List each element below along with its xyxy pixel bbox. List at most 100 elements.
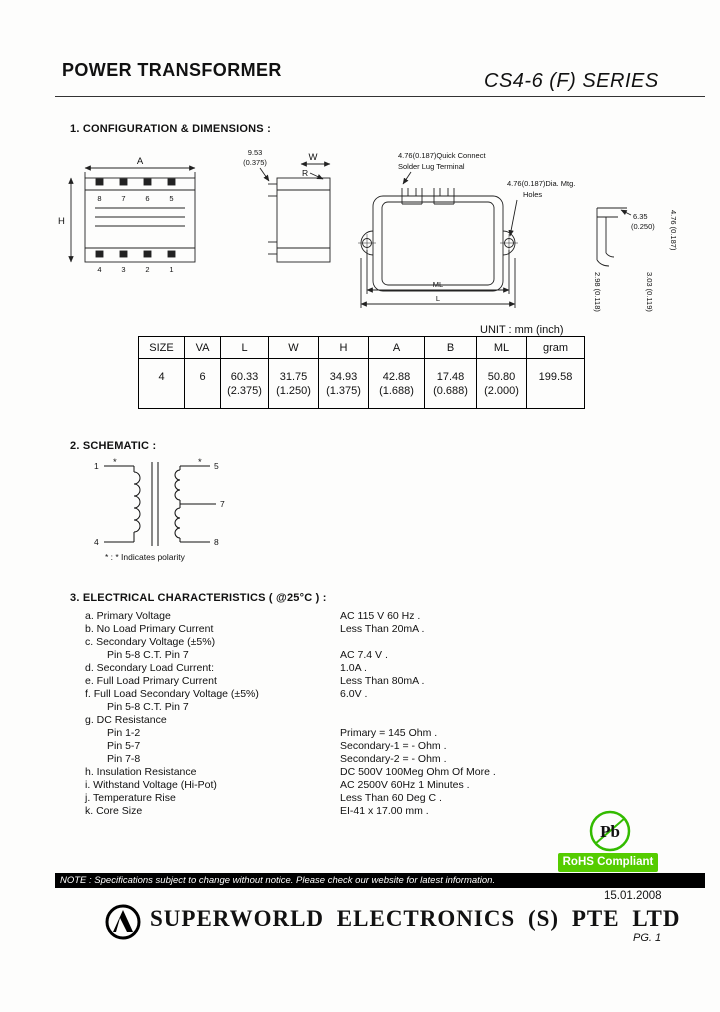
elec-label: Pin 5-7	[107, 740, 141, 752]
col-header: B	[424, 336, 477, 359]
elec-row: h. Insulation Resistance DC 500V 100Meg O…	[85, 766, 660, 779]
side-depth-mm: 9.53	[248, 148, 263, 157]
elec-label: Pin 1-2	[107, 727, 141, 739]
elec-value: AC 2500V 60Hz 1 Minutes .	[340, 779, 470, 791]
mtg-note-line1: 4.76(0.187)Dia. Mtg.	[507, 179, 575, 188]
cell: 31.75	[268, 358, 319, 385]
schematic-drawing: 1 4 5 7 8 * *	[94, 457, 225, 547]
cell	[526, 384, 585, 409]
terminal-note-line1: 4.76(0.187)Quick Connect	[398, 151, 486, 160]
elec-value: Secondary-1 = - Ohm .	[340, 740, 447, 752]
elec-row: Pin 5-8 C.T. Pin 7	[85, 701, 660, 714]
company-logo-icon	[105, 904, 141, 940]
cell: (1.375)	[318, 384, 369, 409]
schematic-pin-1: 1	[94, 461, 99, 471]
side-depth-inch: (0.375)	[243, 158, 267, 167]
schematic-pin-5: 5	[214, 461, 219, 471]
col-header: VA	[184, 336, 221, 359]
table-header-row: SIZE VA L W H A B ML gram	[138, 336, 585, 359]
bracket-detail: 6.35 (0.250) 4.76 (0.187) 2.98 (0.118) 3…	[593, 207, 678, 312]
col-header: SIZE	[138, 336, 185, 359]
schematic-pin-4: 4	[94, 537, 99, 547]
section-1-heading: 1. CONFIGURATION & DIMENSIONS :	[70, 123, 271, 135]
elec-label: d. Secondary Load Current:	[85, 662, 214, 674]
cell: 4	[138, 358, 185, 385]
pin-label: 3	[121, 265, 125, 274]
pin-label: 8	[97, 194, 101, 203]
page-title: POWER TRANSFORMER	[62, 60, 282, 80]
col-header: ML	[476, 336, 527, 359]
table-row-mm: 4 6 60.33 31.75 34.93 42.88 17.48 50.80 …	[138, 358, 585, 385]
cell: 199.58	[526, 358, 585, 385]
pin-label: 5	[169, 194, 173, 203]
table-row-inch: (2.375) (1.250) (1.375) (1.688) (0.688) …	[138, 384, 585, 409]
dim-l-label: L	[436, 294, 440, 303]
elec-label: i. Withstand Voltage (Hi-Pot)	[85, 779, 217, 791]
elec-value: AC 115 V 60 Hz .	[340, 610, 421, 622]
elec-value: EI-41 x 17.00 mm .	[340, 805, 429, 817]
col-header: H	[318, 336, 369, 359]
elec-row: j. Temperature Rise Less Than 60 Deg C .	[85, 792, 660, 805]
col-header: gram	[526, 336, 585, 359]
cell: (1.688)	[368, 384, 425, 409]
elec-row: f. Full Load Secondary Voltage (±5%) 6.0V…	[85, 688, 660, 701]
cell: (0.688)	[424, 384, 477, 409]
cell: 60.33	[220, 358, 269, 385]
col-header: L	[220, 336, 269, 359]
elec-value: 6.0V .	[340, 688, 368, 700]
cell: (2.375)	[220, 384, 269, 409]
cell	[184, 384, 221, 409]
elec-row: d. Secondary Load Current:1.0A .	[85, 662, 660, 675]
dim-h-label: H	[58, 216, 65, 227]
elec-label: k. Core Size	[85, 805, 143, 817]
series-title: CS4-6 (F) SERIES	[484, 70, 659, 92]
terminal-note-line2: Solder Lug Terminal	[398, 162, 465, 171]
dim-ml-label: ML	[433, 280, 443, 289]
elec-label: f. Full Load Secondary Voltage (±5%)	[85, 688, 259, 700]
page-number: PG. 1	[633, 932, 662, 944]
bracket-dim-bottom-right: 3.03 (0.119)	[645, 272, 654, 312]
cell: 17.48	[424, 358, 477, 385]
header-divider	[55, 96, 705, 97]
elec-label: h. Insulation Resistance	[85, 766, 197, 778]
elec-value: Secondary-2 = - Ohm .	[340, 753, 447, 765]
footer-note: NOTE : Specifications subject to change …	[55, 873, 705, 888]
pb-symbol-text: Pb	[600, 822, 620, 841]
pin-label: 6	[145, 194, 149, 203]
mtg-note-line2: Holes	[523, 190, 542, 199]
pb-free-icon: Pb	[589, 810, 631, 852]
bracket-dim-top-inch: (0.250)	[631, 222, 655, 231]
side-view: W R 9.53 (0.375)	[243, 148, 331, 263]
polarity-mark: *	[113, 457, 117, 468]
elec-value: DC 500V 100Meg Ohm Of More .	[340, 766, 496, 778]
elec-label: j. Temperature Rise	[85, 792, 176, 804]
elec-value: Less Than 80mA .	[340, 675, 425, 687]
pin-label: 2	[145, 265, 149, 274]
section-3-heading: 3. ELECTRICAL CHARACTERISTICS ( @25°C ) …	[70, 592, 327, 604]
col-header: A	[368, 336, 425, 359]
elec-value: Less Than 60 Deg C .	[340, 792, 442, 804]
elec-label: e. Full Load Primary Current	[85, 675, 217, 687]
elec-row: Pin 5-7 Secondary-1 = - Ohm .	[85, 740, 660, 753]
dim-a-label: A	[137, 156, 144, 167]
cell: (1.250)	[268, 384, 319, 409]
elec-label: g. DC Resistance	[85, 714, 167, 726]
schematic-pin-8: 8	[214, 537, 219, 547]
front-view: 8 7 6 5 4 3 2 1 A H	[58, 156, 196, 274]
elec-row: a. Primary Voltage AC 115 V 60 Hz .	[85, 610, 660, 623]
elec-row: e. Full Load Primary Current Less Than 80…	[85, 675, 660, 688]
date-text: 15.01.2008	[604, 890, 662, 902]
elec-value	[340, 636, 660, 649]
pin-label: 7	[121, 194, 125, 203]
elec-label: a. Primary Voltage	[85, 610, 171, 622]
cell: 42.88	[368, 358, 425, 385]
elec-value: Less Than 20mA .	[340, 623, 425, 635]
elec-row: i. Withstand Voltage (Hi-Pot) AC 2500V 60…	[85, 779, 660, 792]
dimension-drawing: 8 7 6 5 4 3 2 1 A H W R 9.	[58, 148, 678, 312]
elec-value	[340, 714, 660, 727]
